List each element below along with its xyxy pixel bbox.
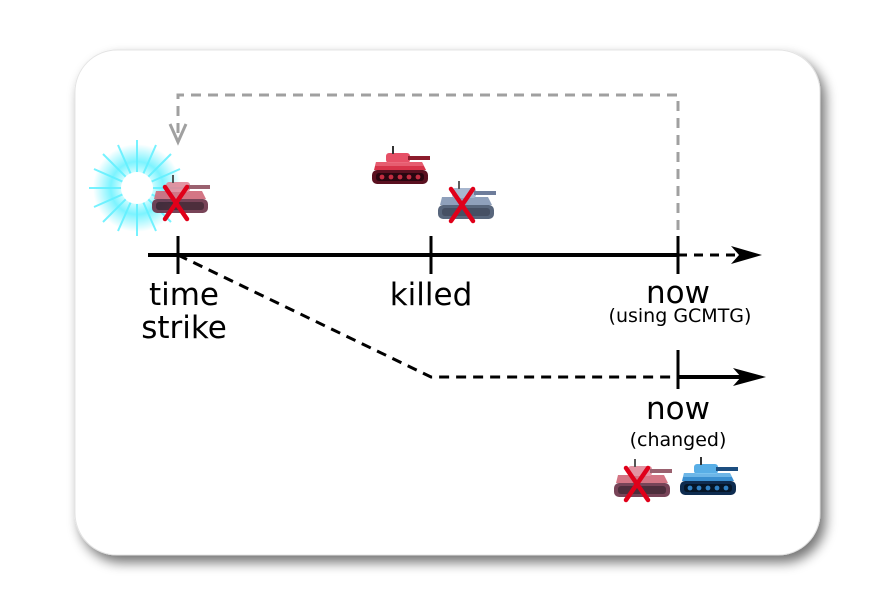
label-strike: strike	[141, 310, 227, 346]
label-now-top: now	[646, 275, 710, 311]
loop-back-arrow	[176, 93, 680, 247]
label-now-bottom: now	[646, 391, 710, 427]
alternate-timeline	[177, 253, 678, 379]
label-time: time	[149, 277, 219, 313]
diagram-card	[74, 49, 821, 556]
label-now-top-note: (using GCMTG)	[609, 305, 752, 327]
alternate-timeline-arrowhead	[733, 368, 766, 386]
label-killed: killed	[390, 277, 473, 313]
label-now-bottom-note: (changed)	[630, 429, 727, 451]
loop-arrowhead	[168, 123, 188, 146]
main-timeline-arrowhead	[731, 246, 762, 264]
